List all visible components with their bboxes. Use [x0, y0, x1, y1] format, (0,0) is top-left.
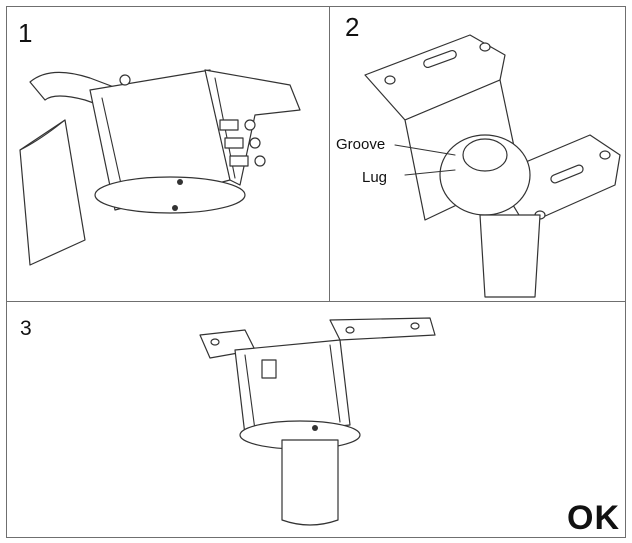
ok-label: OK — [567, 499, 620, 537]
pole — [19, 119, 86, 266]
callout-leaders — [394, 144, 456, 176]
bracket-illustration-step-1 — [19, 69, 301, 266]
step-number-2: 2 — [345, 12, 360, 42]
side-window — [261, 359, 277, 379]
callout-groove: Groove — [336, 136, 386, 153]
step-number-3: 3 — [20, 317, 32, 340]
bracket-flange — [204, 69, 301, 186]
terminal-1 — [219, 119, 239, 131]
step-number-1: 1 — [18, 18, 33, 48]
callout-lug: Lug — [362, 169, 388, 186]
terminal-3 — [229, 155, 249, 167]
figure-frame — [6, 6, 626, 538]
top-flange — [364, 34, 506, 121]
terminal-2 — [224, 137, 244, 149]
pole — [281, 439, 339, 526]
bracket-illustration-step-3 — [199, 317, 436, 526]
base-ring — [94, 176, 246, 214]
pole — [479, 214, 541, 298]
right-flange — [329, 317, 436, 341]
panel-divider-horizontal — [6, 301, 626, 302]
panel-divider-vertical — [329, 6, 330, 302]
bracket-illustration-step-2 — [364, 34, 621, 298]
screw — [119, 74, 131, 86]
mounting-slot — [423, 49, 457, 69]
